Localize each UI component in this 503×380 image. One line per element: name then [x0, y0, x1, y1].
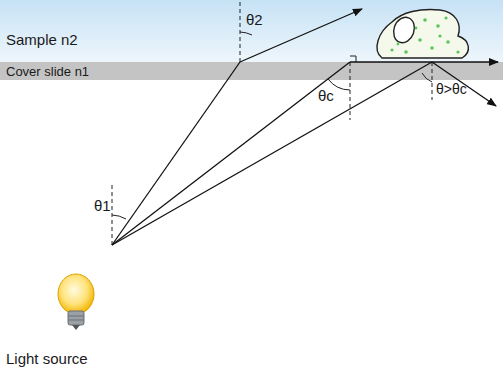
source-label: Light source — [6, 351, 88, 366]
nucleus — [390, 14, 418, 45]
band-label: Sample n2 — [6, 32, 78, 47]
normal-lines — [112, 2, 432, 245]
band-label: Cover slide n1 — [6, 65, 89, 78]
sample-band: Sample n2 — [0, 0, 503, 62]
light-rays — [112, 9, 498, 245]
angle-label: θ2 — [246, 12, 263, 27]
angle-label: θc — [318, 88, 334, 103]
angle-label: θ>θc — [436, 82, 467, 96]
light-bulb — [58, 274, 94, 330]
cell — [377, 10, 468, 59]
sample-band — [0, 0, 503, 62]
cover-slide-band: Cover slide n1 — [0, 62, 503, 80]
angle-label: θ1 — [94, 198, 111, 213]
fluorescent-dots — [390, 16, 459, 53]
